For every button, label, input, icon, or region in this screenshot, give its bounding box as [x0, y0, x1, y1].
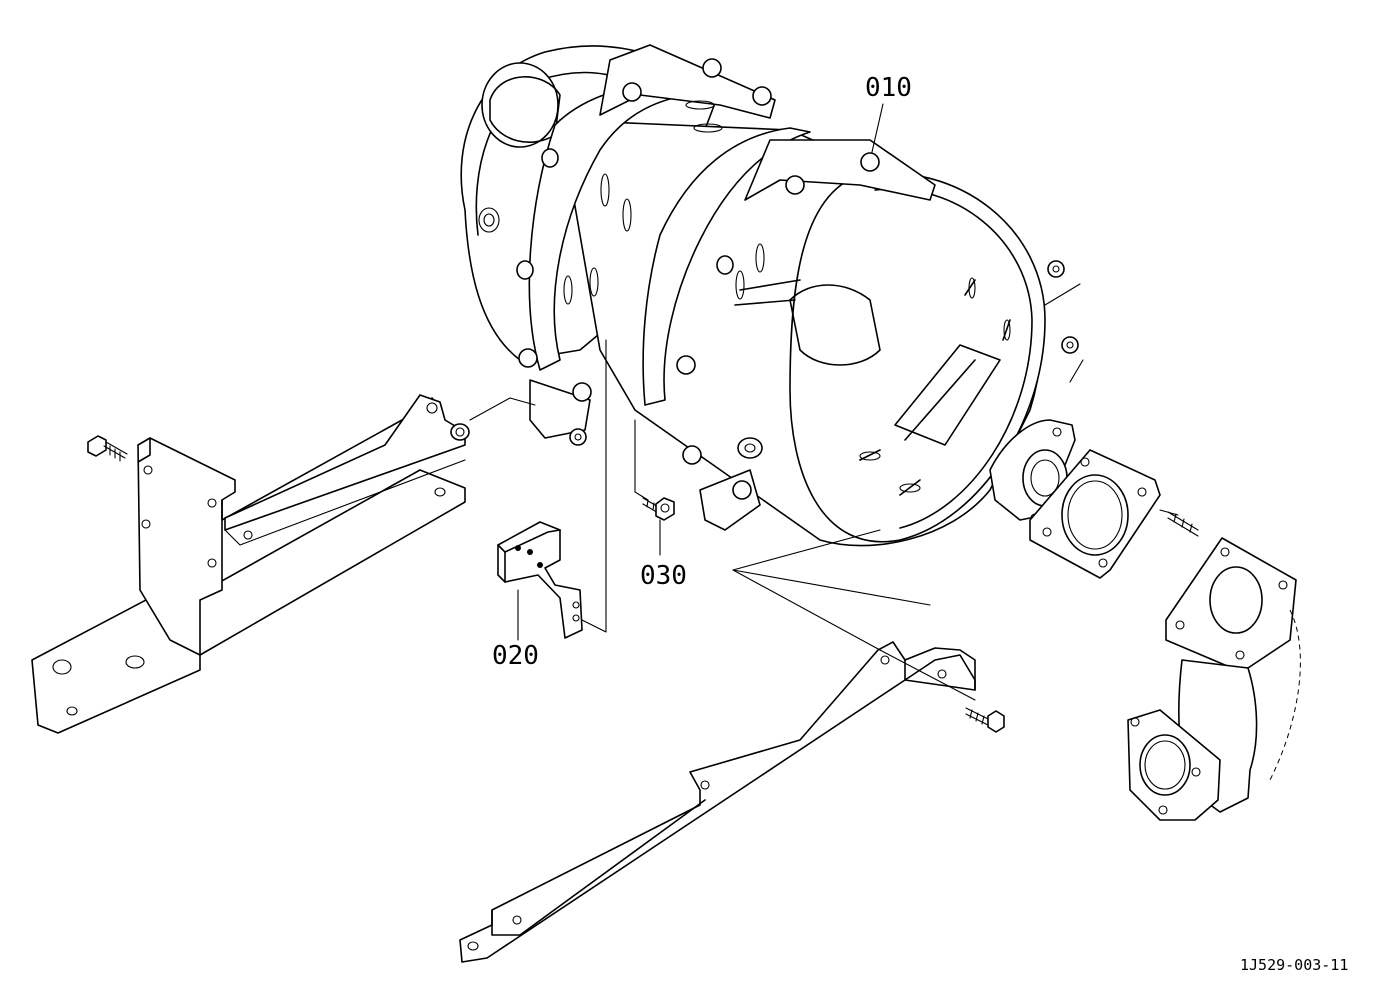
callout-020: 020: [492, 641, 539, 671]
dpf-muffler-assembly: [460, 44, 1076, 547]
left-bracket-bolt: [87, 435, 128, 462]
bolt-030: [642, 497, 675, 521]
right-mounting-bracket: [459, 641, 1005, 963]
callout-010: 010: [865, 73, 912, 103]
small-bracket-020: [497, 521, 583, 639]
right-bracket-bolt: [965, 707, 1005, 733]
elbow-pipe: [1127, 511, 1301, 821]
leader-lines: [469, 103, 1179, 701]
clamp-bolts: [516, 58, 880, 500]
left-mounting-bracket: [31, 394, 470, 734]
callout-030: 030: [640, 561, 687, 591]
gasket: [1029, 449, 1161, 579]
body-slots: [563, 100, 765, 305]
drawing-code: 1J529-003-11: [1240, 956, 1348, 974]
left-bracket-nut: [450, 423, 470, 441]
side-nuts: [569, 260, 1079, 446]
